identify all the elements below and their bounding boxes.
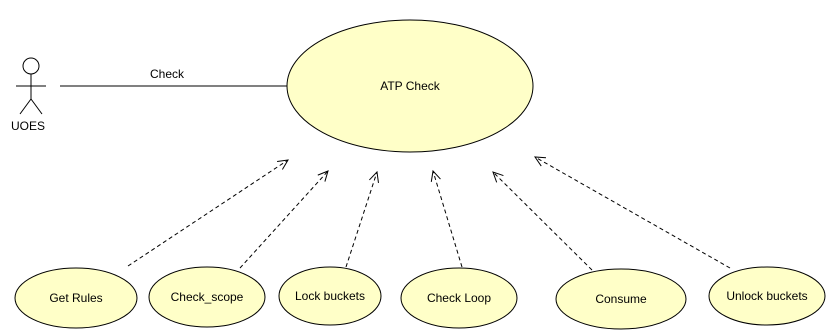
actor-head <box>22 57 40 75</box>
use-case-ellipse <box>555 268 687 330</box>
use-case-consume[interactable]: Consume <box>555 268 687 330</box>
use-case-atp-check[interactable]: ATP Check <box>286 19 534 153</box>
use-case-label: Consume <box>595 292 647 306</box>
dependency-line-4 <box>432 170 463 268</box>
dependency-line-6 <box>534 156 731 269</box>
use-case-label: Check Loop <box>427 291 491 305</box>
actor-label: UOES <box>11 119 45 133</box>
use-case-ellipse <box>400 267 518 329</box>
use-case-unlock-buckets[interactable]: Unlock buckets <box>708 266 826 326</box>
actor-left-leg <box>19 98 32 115</box>
dependency-line-3 <box>345 171 378 268</box>
use-case-check-loop[interactable]: Check Loop <box>400 267 518 329</box>
actor-uoes[interactable]: UOES <box>11 57 46 133</box>
dependency-arrowhead-1 <box>277 159 289 170</box>
dependency-arrowhead-5 <box>492 171 504 183</box>
dependency-arrowhead-3 <box>369 170 379 183</box>
use-case-ellipse <box>14 267 138 329</box>
use-case-ellipse <box>286 19 534 153</box>
include-dependencies <box>127 156 731 271</box>
actor-right-leg <box>30 98 43 115</box>
use-case-label: Lock buckets <box>295 289 365 303</box>
use-case-label: Get Rules <box>49 291 102 305</box>
dependency-line-1 <box>127 159 289 267</box>
use-case-ellipse <box>148 266 266 328</box>
use-case-label: ATP Check <box>380 79 441 93</box>
use-case-check-scope[interactable]: Check_scope <box>148 266 266 328</box>
dependency-arrowhead-2 <box>317 170 329 182</box>
dependency-line-2 <box>239 170 329 269</box>
use-case-get-rules[interactable]: Get Rules <box>14 267 138 329</box>
association-label: Check <box>150 67 185 81</box>
use-case-label: Check_scope <box>171 290 244 304</box>
use-case-label: Unlock buckets <box>726 289 807 303</box>
use-case-ellipse <box>278 266 382 326</box>
dependency-arrowhead-6 <box>534 156 547 167</box>
use-case-lock-buckets[interactable]: Lock buckets <box>278 266 382 326</box>
dependency-arrowhead-4 <box>430 169 441 182</box>
use-case-ellipse <box>708 266 826 326</box>
association-check[interactable]: Check <box>60 67 290 87</box>
dependency-line-5 <box>492 171 593 271</box>
